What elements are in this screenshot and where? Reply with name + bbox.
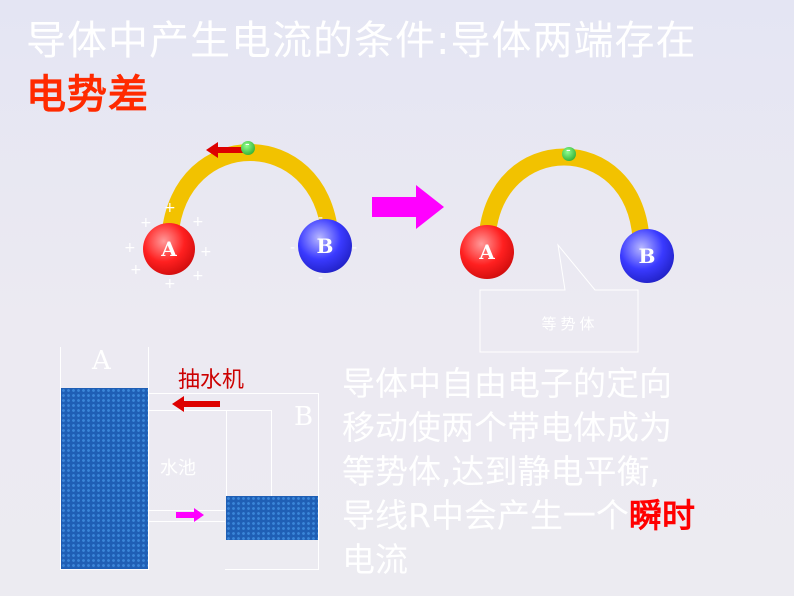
minus-charge: - <box>318 270 324 286</box>
minus-charge: - <box>318 210 324 226</box>
tank-b-wall <box>318 393 319 570</box>
explanation-paragraph: 导体中自由电子的定向 移动使两个带电体成为 等势体,达到静电平衡, 导线R中会产… <box>342 362 782 582</box>
right-electron: - <box>562 143 576 161</box>
left-electron-arrow <box>206 142 244 158</box>
plus-charge: + <box>130 262 142 278</box>
pipe-vertical <box>226 410 227 496</box>
tank-a-wall <box>60 347 61 570</box>
ball-a-right: A <box>460 225 514 279</box>
equipotential-callout <box>479 243 639 353</box>
plus-charge: + <box>200 244 212 260</box>
paragraph-line-3: 等势体,达到静电平衡, <box>342 452 660 491</box>
plus-charge: + <box>124 240 136 256</box>
title-line-1: 导体中产生电流的条件:导体两端存在 <box>26 18 697 64</box>
paragraph-line-5: 电流 <box>342 540 408 579</box>
ball-b-right: B <box>620 229 674 283</box>
minus-charge: - <box>290 240 296 256</box>
flow-arrow <box>176 508 204 522</box>
title-line-2: 电势差 <box>26 72 149 118</box>
pipe-bottom <box>149 510 225 511</box>
tank-b-floor <box>225 569 319 570</box>
pump-label: 抽水机 <box>178 368 245 393</box>
paragraph-line-1: 导体中自由电子的定向 <box>342 364 672 403</box>
plus-charge: + <box>140 215 152 231</box>
callout-label: 等势体 <box>541 315 599 333</box>
plus-charge: + <box>192 214 204 230</box>
minus-charge: - <box>352 240 358 256</box>
tank-a-water <box>61 388 148 569</box>
pipe-bottom <box>149 521 225 522</box>
pipe-top <box>149 410 271 411</box>
transition-arrow <box>372 185 444 229</box>
paragraph-highlight: 瞬时 <box>628 496 695 535</box>
ball-a-left: A <box>143 223 195 275</box>
ball-b-left: B <box>298 219 352 273</box>
plus-charge: + <box>192 268 204 284</box>
paragraph-line-2: 移动使两个带电体成为 <box>342 408 672 447</box>
pump-arrow <box>172 396 220 412</box>
left-electron: - <box>241 137 255 155</box>
plus-charge: + <box>164 200 176 216</box>
tank-b-label: B <box>294 402 314 432</box>
pool-label: 水池 <box>160 458 196 479</box>
pipe-top <box>149 393 319 394</box>
pipe-vertical <box>271 410 272 496</box>
tank-a-floor <box>60 569 149 570</box>
tank-a-label: A <box>92 346 111 376</box>
tank-a-wall <box>148 347 149 570</box>
paragraph-line-4: 导线R中会产生一个 <box>342 496 629 535</box>
plus-charge: + <box>164 276 176 292</box>
tank-b-water <box>226 496 318 540</box>
